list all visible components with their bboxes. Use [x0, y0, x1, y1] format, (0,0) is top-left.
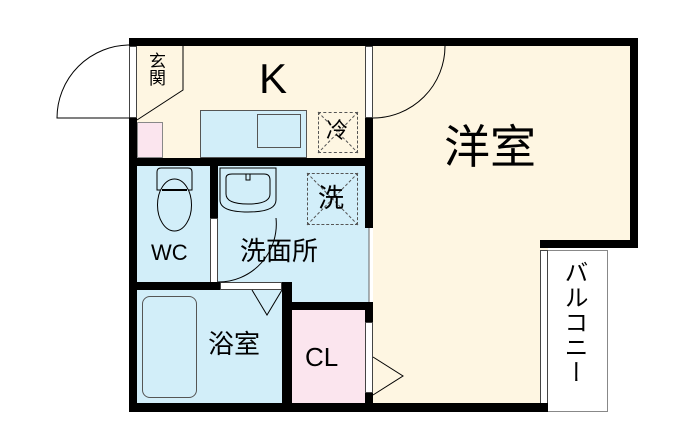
label-kitchen: K	[259, 55, 288, 102]
fridge-space	[318, 112, 358, 153]
washroom-door-swing	[217, 217, 277, 283]
washbasin	[219, 167, 277, 213]
washer-space	[307, 173, 358, 225]
label-balcony: バルコニー	[560, 260, 588, 385]
bath-door-mark	[251, 289, 283, 316]
label-washer: 洗	[318, 184, 345, 214]
label-bathroom: 浴室	[208, 330, 261, 360]
bathtub	[142, 296, 197, 398]
closet-door-mark	[372, 356, 404, 396]
balcony	[548, 250, 608, 412]
entrance-door-frame	[129, 46, 137, 118]
label-entrance: 玄関	[145, 52, 165, 86]
room-door-frame	[365, 46, 373, 118]
toilet-bowl	[157, 178, 192, 232]
room-door-swing	[372, 45, 446, 119]
washer-cross	[306, 172, 359, 226]
label-western-room: 洋室	[444, 120, 536, 174]
label-toilet: WC	[151, 240, 188, 265]
label-washroom: 洗面所	[240, 237, 319, 267]
entrance-diagonal	[136, 46, 184, 121]
label-fridge: 冷	[326, 119, 349, 144]
bath-door-frame	[220, 282, 282, 290]
closet-floor	[292, 310, 365, 403]
entrance-door-swing	[56, 44, 131, 119]
kitchen-sink	[257, 114, 301, 148]
label-closet: CL	[305, 342, 339, 372]
fridge-cross	[317, 111, 359, 154]
shoe-cabinet	[137, 122, 163, 158]
closet-door-frame	[365, 322, 373, 393]
